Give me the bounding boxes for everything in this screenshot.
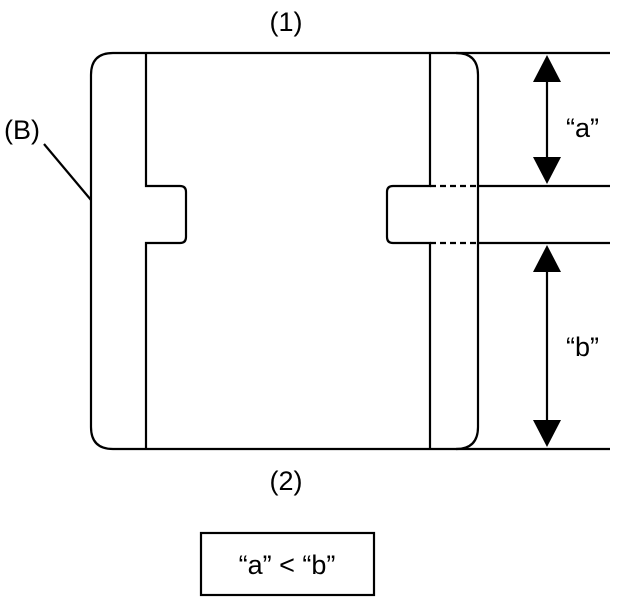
arrowhead-up-icon <box>533 55 561 82</box>
label-bottom: (2) <box>270 466 303 496</box>
right-inner-wall <box>385 53 432 449</box>
relation-box-border <box>199 531 376 597</box>
label-part-b: (B) <box>4 115 40 145</box>
label-top: (1) <box>270 7 303 37</box>
relation-text: “a” < “b” <box>239 550 336 580</box>
left-inner-wall <box>144 53 188 449</box>
arrowhead-down-icon <box>533 420 561 447</box>
leader-line-b <box>43 143 92 201</box>
arrowhead-down-icon <box>533 157 561 184</box>
dimension-arrow-b <box>533 245 561 447</box>
dimension-arrow-a <box>533 55 561 184</box>
relation-box: “a” < “b” <box>199 531 376 597</box>
label-dim-a: “a” <box>566 113 599 143</box>
arrowhead-up-icon <box>533 245 561 272</box>
outer-body-outline <box>89 51 480 451</box>
label-dim-b: “b” <box>566 332 599 362</box>
